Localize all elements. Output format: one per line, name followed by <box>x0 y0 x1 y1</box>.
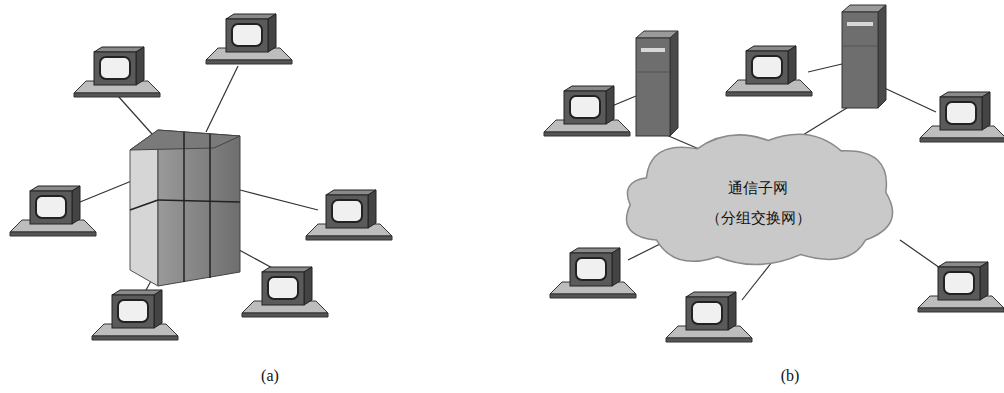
node-label: （分组交换网） <box>706 209 811 227</box>
mainframe-cabinet <box>130 130 240 286</box>
node-label: 通信子网 <box>728 179 788 197</box>
terminal <box>10 14 392 340</box>
figure-label: (a) <box>240 367 300 385</box>
cloud-shape <box>627 134 893 264</box>
figure-label: (b) <box>760 367 820 385</box>
host-server <box>842 5 886 108</box>
terminal-wire <box>80 66 318 292</box>
host-server <box>636 31 678 136</box>
terminal <box>544 46 1004 342</box>
subnet-cloud: 通信子网 （分组交换网） <box>616 126 900 266</box>
